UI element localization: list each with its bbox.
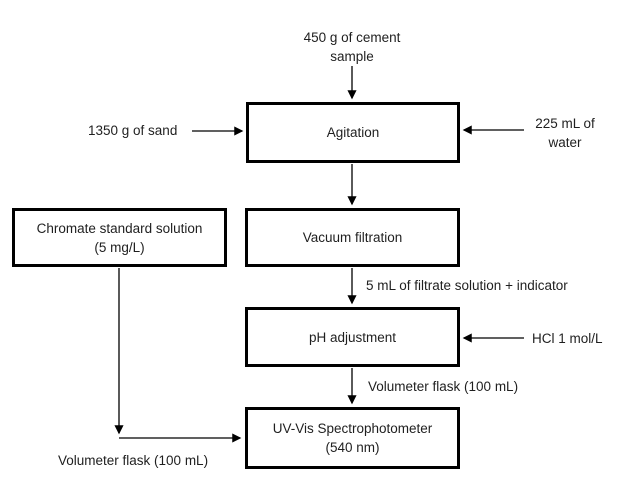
label-water-line1: 225 mL of [535, 116, 595, 131]
process-box-ph-adjustment-label: pH adjustment [308, 329, 397, 345]
label-cement-line2: sample [330, 49, 374, 64]
process-box-uvvis-line2: (540 nm) [325, 440, 380, 455]
process-box-agitation: Agitation [246, 102, 460, 163]
label-volumeter-flask-bottom: Volumeter flask (100 mL) [58, 453, 209, 468]
label-volumeter-flask-top: Volumeter flask (100 mL) [368, 379, 519, 394]
process-box-ph-adjustment: pH adjustment [245, 307, 460, 367]
process-box-chromate-standard: Chromate standard solution (5 mg/L) [12, 208, 227, 267]
process-box-agitation-label: Agitation [326, 125, 380, 140]
process-box-chromate-line1: Chromate standard solution [36, 220, 203, 236]
label-sand: 1350 g of sand [88, 123, 178, 138]
process-box-chromate-line2: (5 mg/L) [94, 239, 145, 255]
process-box-uvvis-spectrophotometer: UV-Vis Spectrophotometer (540 nm) [245, 407, 460, 469]
label-filtrate-solution: 5 mL of filtrate solution + indicator [366, 278, 568, 293]
process-box-vacuum-filtration-label: Vacuum filtration [302, 230, 403, 245]
label-hcl: HCl 1 mol/L [532, 331, 603, 346]
label-cement-sample: 450 g of cement sample [272, 28, 432, 66]
process-box-uvvis-line1: UV-Vis Spectrophotometer [272, 421, 433, 436]
process-box-vacuum-filtration: Vacuum filtration [245, 208, 460, 267]
label-cement-line1: 450 g of cement [303, 30, 401, 45]
label-water: 225 mL of water [520, 114, 610, 152]
label-water-line2: water [548, 135, 582, 150]
